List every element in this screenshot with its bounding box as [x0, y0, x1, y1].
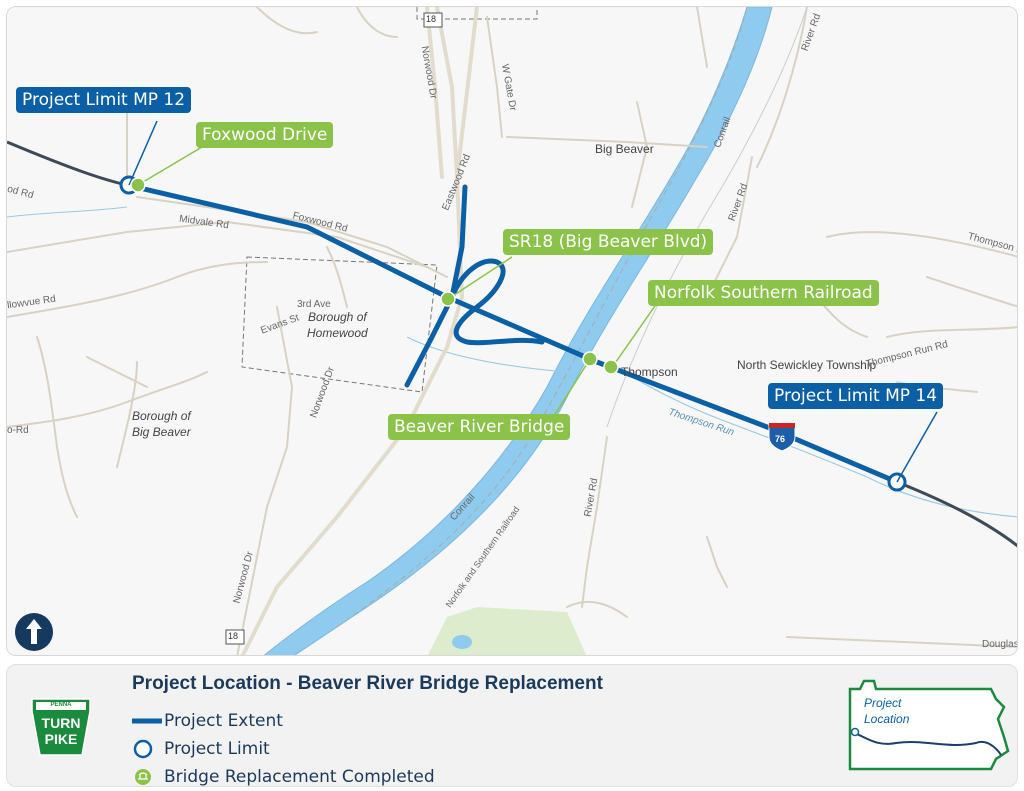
- bridge-marker-norfolk: [603, 359, 619, 375]
- turnpike-logo: PENNA TURN PIKE: [30, 697, 92, 762]
- bridge-marker-foxwood: [130, 177, 146, 193]
- bridge-icon: [132, 766, 164, 788]
- map-svg: [7, 7, 1017, 655]
- legend-bridge-row: Bridge Replacement Completed: [132, 766, 435, 788]
- borough-big-beaver-line2: Big Beaver: [132, 425, 191, 439]
- thompson-label: Thompson: [621, 365, 678, 379]
- borough-big-beaver-line1: Borough of: [132, 409, 191, 423]
- legend-extent-row: Project Extent: [132, 710, 283, 732]
- project-limit-icon: [132, 738, 164, 760]
- inset-line1: Project: [864, 696, 902, 710]
- bridge-marker-beaver-river: [582, 351, 598, 367]
- sr18-callout[interactable]: SR18 (Big Beaver Blvd): [503, 229, 714, 255]
- map-canvas[interactable]: 18 18 76 Foxwood Rd Midvale Rd Eastwood …: [6, 6, 1018, 656]
- project-extent-swatch: [132, 710, 164, 732]
- rd-left-label: o-Rd: [7, 425, 29, 436]
- legend-limit-row: Project Limit: [132, 738, 270, 760]
- norfolk-southern-callout[interactable]: Norfolk Southern Railroad: [648, 280, 879, 306]
- project-limit-east-callout[interactable]: Project Limit MP 14: [768, 383, 944, 409]
- legend-limit-label: Project Limit: [164, 739, 270, 759]
- legend-extent-label: Project Extent: [164, 711, 283, 731]
- north-sewickley-label: North Sewickley Township: [737, 358, 877, 372]
- homewood-line1: Borough of: [307, 310, 367, 324]
- big-beaver-label: Big Beaver: [595, 142, 654, 156]
- douglas-label: Douglas: [982, 639, 1018, 650]
- route-18-top-label: 18: [426, 14, 437, 24]
- logo-top-text: PENNA: [50, 702, 72, 708]
- inset-map: Project Location: [846, 677, 1010, 780]
- north-arrow-icon: [15, 613, 53, 651]
- bridge-markers: [130, 177, 619, 375]
- logo-line1: TURN: [41, 715, 81, 731]
- route-18-bottom-label: 18: [228, 631, 239, 641]
- inset-label: Project Location: [864, 695, 909, 727]
- foxwood-drive-callout[interactable]: Foxwood Drive: [196, 122, 334, 148]
- i76-shield: [768, 423, 796, 452]
- inset-line2: Location: [864, 712, 910, 726]
- beaver-river-bridge-callout[interactable]: Beaver River Bridge: [388, 414, 571, 440]
- borough-big-beaver-label: Borough of Big Beaver: [132, 408, 191, 440]
- interstate-76-label: 76: [775, 434, 786, 444]
- bridge-marker-sr18: [440, 291, 456, 307]
- homewood-line2: Homewood: [307, 326, 368, 340]
- homewood-boundary: [241, 256, 438, 393]
- project-limit-west-callout[interactable]: Project Limit MP 12: [16, 87, 192, 113]
- legend-bridge-label: Bridge Replacement Completed: [164, 767, 435, 787]
- logo-line2: PIKE: [44, 731, 78, 747]
- legend-title: Project Location - Beaver River Bridge R…: [132, 673, 603, 694]
- logo-text: TURN PIKE: [30, 715, 92, 747]
- third-ave-label: 3rd Ave: [297, 299, 331, 310]
- homewood-label: Borough of Homewood: [307, 309, 368, 341]
